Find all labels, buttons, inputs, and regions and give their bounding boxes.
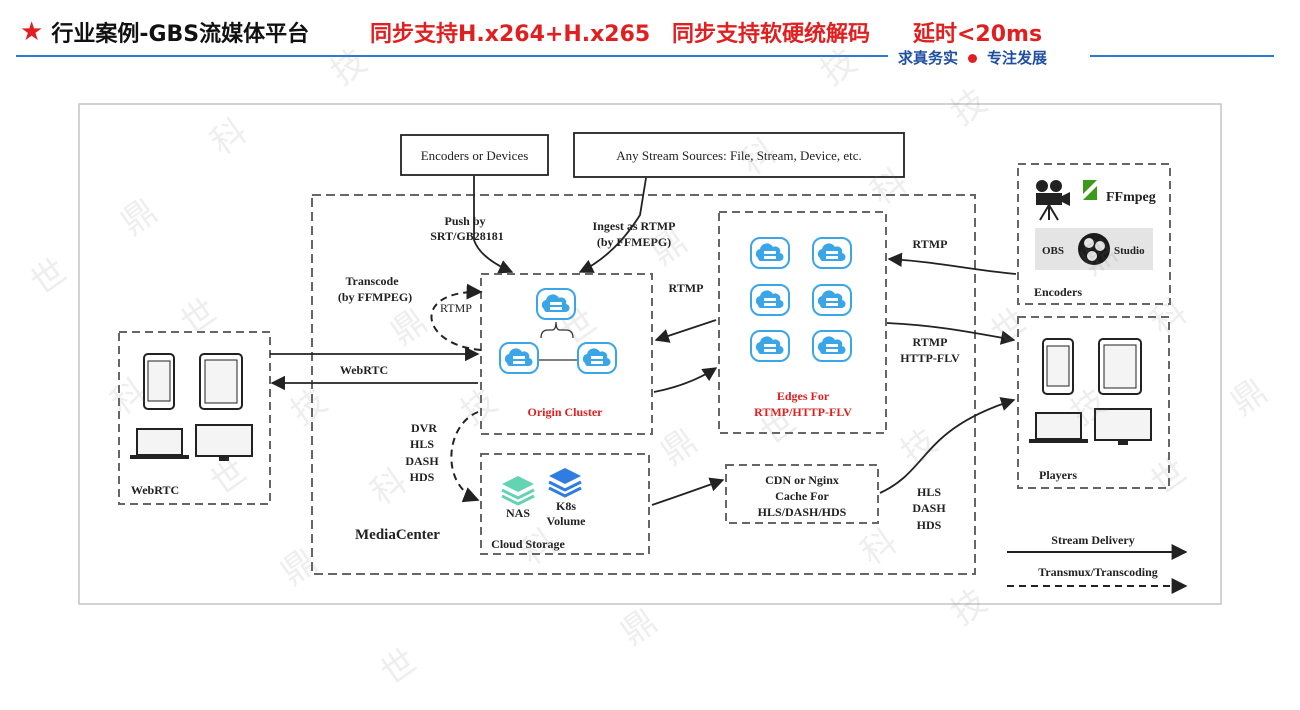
slogan: 求真务实 专注发展 <box>898 47 1047 68</box>
edge-cloud-1-icon <box>750 237 790 269</box>
ingest-label-1: Ingest as RTMP <box>593 219 676 233</box>
encoders-devices-label: Encoders or Devices <box>421 148 529 163</box>
encoders-rtmp-label: RTMP <box>913 237 948 251</box>
transcode-rtmp-label: RTMP <box>440 301 472 315</box>
edges-box <box>718 211 887 434</box>
header-rule-right <box>1090 55 1274 57</box>
edge-cloud-2-icon <box>812 237 852 269</box>
dvr-label: DVR <box>411 421 437 435</box>
transcode-label-1: Transcode <box>345 274 399 288</box>
cdn-box <box>725 464 879 524</box>
origin-cluster-label: Origin Cluster <box>528 405 604 419</box>
transcode-label-2: (by FFMPEG) <box>338 290 412 304</box>
players-box <box>1017 316 1170 489</box>
edge-to-origin-arrow <box>654 319 717 343</box>
origin-cloud-left-icon <box>499 342 539 374</box>
encoders-label: Encoders <box>1034 285 1082 299</box>
legend-dashed-label: Transmux/Transcoding <box>1038 565 1158 579</box>
push-arrow <box>473 176 514 274</box>
ingest-arrow <box>578 177 647 273</box>
player-laptop-icon <box>1035 412 1082 440</box>
slogan-dot-icon <box>968 54 978 63</box>
encoders-devices-box <box>400 134 549 176</box>
slogan-left: 求真务实 <box>898 49 959 67</box>
edge-cloud-3-icon <box>750 284 790 316</box>
dvr-arrow <box>450 411 480 503</box>
k8s-label-2: Volume <box>547 514 587 528</box>
webrtc-laptop-icon <box>136 428 183 456</box>
players-flv-label: HTTP-FLV <box>900 351 960 365</box>
mediacenter-label: MediaCenter <box>355 527 440 543</box>
edge-cloud-6-icon <box>812 330 852 362</box>
studio-label: Studio <box>1114 245 1145 257</box>
players-label: Players <box>1039 468 1077 482</box>
players-rtmp-label: RTMP <box>913 335 948 349</box>
feature-decode: 同步支持软硬统解码 <box>672 22 871 47</box>
webrtc-device-box <box>118 331 271 505</box>
webrtc-monitor-icon <box>195 424 253 457</box>
obs-label: OBS <box>1042 245 1064 257</box>
out-dash-label: DASH <box>912 501 946 515</box>
webrtc-arrow-label: WebRTC <box>340 363 388 377</box>
cloud-storage-label: Cloud Storage <box>491 537 565 551</box>
stream-sources-box <box>573 132 905 178</box>
ffmpeg-logo-icon <box>1083 180 1097 200</box>
header-rule-left <box>16 55 888 57</box>
stream-sources-label: Any Stream Sources: File, Stream, Device… <box>616 148 862 163</box>
push-label-2: SRT/GB28181 <box>430 229 504 243</box>
origin-cloud-top-icon <box>536 288 576 320</box>
cdn-label-2: Cache For <box>775 489 829 503</box>
push-label-1: Push by <box>444 214 485 228</box>
hls-label: HLS <box>410 437 434 451</box>
feature-codec: 同步支持H.x264+H.x265 <box>370 22 651 47</box>
origin-cloud-right-icon <box>577 342 617 374</box>
origin-to-edge-arrow <box>653 367 718 393</box>
webrtc-box-label: WebRTC <box>131 483 179 497</box>
star-icon: ★ <box>20 17 44 47</box>
ffmpeg-label: FFmpeg <box>1106 190 1156 205</box>
feature-latency: 延时<20ms <box>913 22 1043 47</box>
dash-label: DASH <box>405 454 439 468</box>
nas-label: NAS <box>506 506 530 520</box>
k8s-volume-icon <box>548 468 582 498</box>
mediacenter-box <box>311 194 976 575</box>
cdn-label-1: CDN or Nginx <box>765 473 839 487</box>
storage-to-cdn-arrow <box>651 477 725 506</box>
nas-icon <box>501 476 535 506</box>
origin-brace <box>540 321 574 339</box>
slogan-right: 专注发展 <box>987 49 1048 67</box>
edge-rtmp-label: RTMP <box>669 281 704 295</box>
transcode-loop <box>430 283 483 351</box>
encoders-to-edges-arrow <box>887 252 1017 275</box>
camera-icon <box>1036 180 1070 221</box>
k8s-label-1: K8s <box>556 499 576 513</box>
edge-cloud-4-icon <box>812 284 852 316</box>
legend-solid-label: Stream Delivery <box>1051 533 1134 547</box>
page-title: 行业案例-GBS流媒体平台 <box>51 22 310 47</box>
edges-label-2: RTMP/HTTP-FLV <box>754 405 852 419</box>
edge-cloud-5-icon <box>750 330 790 362</box>
cdn-label-3: HLS/DASH/HDS <box>758 505 847 519</box>
player-monitor-icon <box>1094 408 1152 441</box>
edges-label-1: Edges For <box>777 389 830 403</box>
ingest-label-2: (by FFMEPG) <box>597 235 671 249</box>
out-hds-label: HDS <box>917 518 942 532</box>
hds-label: HDS <box>410 470 435 484</box>
page-header: ★ 行业案例-GBS流媒体平台 <box>20 14 309 50</box>
cdn-to-players-arrow <box>879 397 1016 494</box>
out-hls-label: HLS <box>917 485 941 499</box>
edges-to-players-arrow <box>886 322 1016 345</box>
